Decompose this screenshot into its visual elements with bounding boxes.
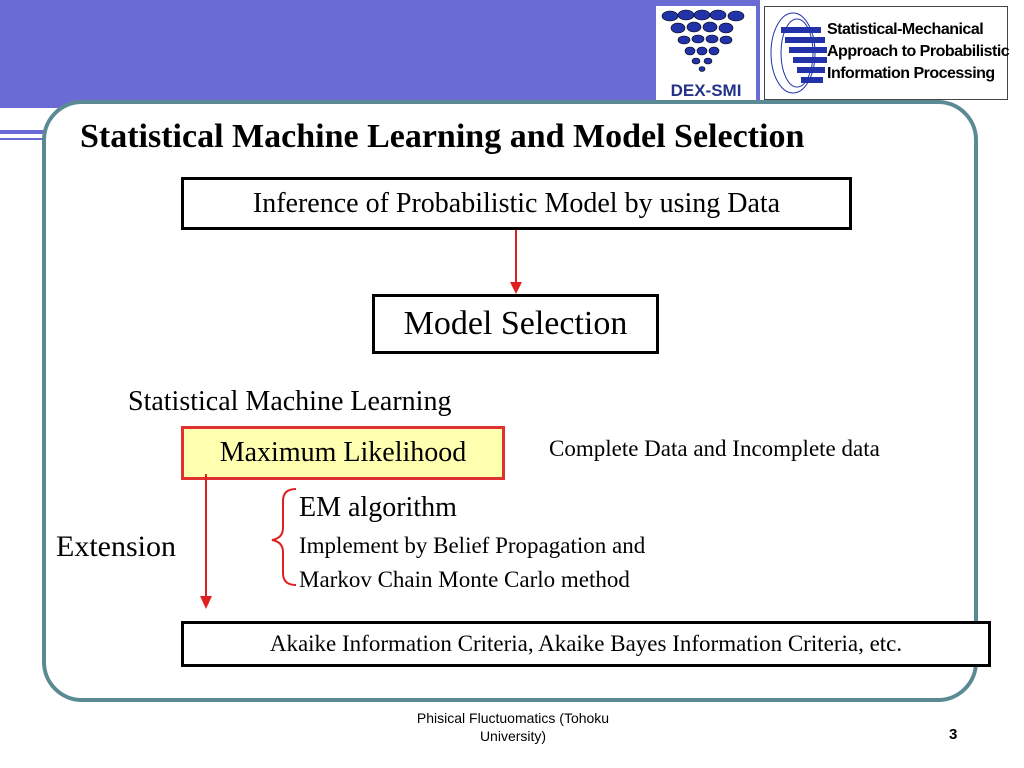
dex-smi-logo-text: DEX-SMI: [671, 81, 742, 100]
smapip-logo-line-2: Approach to Probabilistic: [827, 43, 1010, 60]
footer-affiliation-line-1: Phisical Fluctuomatics (Tohoku: [416, 710, 610, 726]
dex-smi-logo: DEX-SMI: [656, 6, 756, 100]
implement-line-2: Markov Chain Monte Carlo method: [299, 567, 630, 592]
slide-title: Statistical Machine Learning and Model S…: [80, 118, 805, 155]
complete-data-label: Complete Data and Incomplete data: [549, 436, 880, 461]
title-rule-bottom: [0, 138, 66, 140]
criteria-box: Akaike Information Criteria, Akaike Baye…: [181, 621, 991, 667]
em-algorithm-label: EM algorithm: [299, 492, 457, 523]
inference-box: Inference of Probabilistic Model by usin…: [181, 177, 852, 230]
smapip-logo-line-3: Information Processing: [827, 65, 995, 82]
page-number: 3: [949, 726, 958, 743]
maximum-likelihood-box: Maximum Likelihood: [181, 426, 505, 480]
model-selection-box: Model Selection: [372, 294, 659, 354]
title-rule-top: [0, 130, 66, 134]
header-band: [0, 0, 760, 108]
statistical-machine-learning-label: Statistical Machine Learning: [128, 386, 452, 417]
implement-line-1: Implement by Belief Propagation and: [299, 533, 646, 558]
smapip-logo: Statistical-Mechanical Approach to Proba…: [764, 6, 1010, 100]
extension-label: Extension: [56, 530, 176, 563]
smapip-logo-icon: [770, 12, 827, 94]
footer-affiliation-line-2: University): [479, 728, 547, 744]
dex-smi-logo-icon: DEX-SMI: [661, 9, 745, 100]
title-backdrop: [70, 112, 940, 164]
smapip-logo-line-1: Statistical-Mechanical: [827, 21, 984, 38]
